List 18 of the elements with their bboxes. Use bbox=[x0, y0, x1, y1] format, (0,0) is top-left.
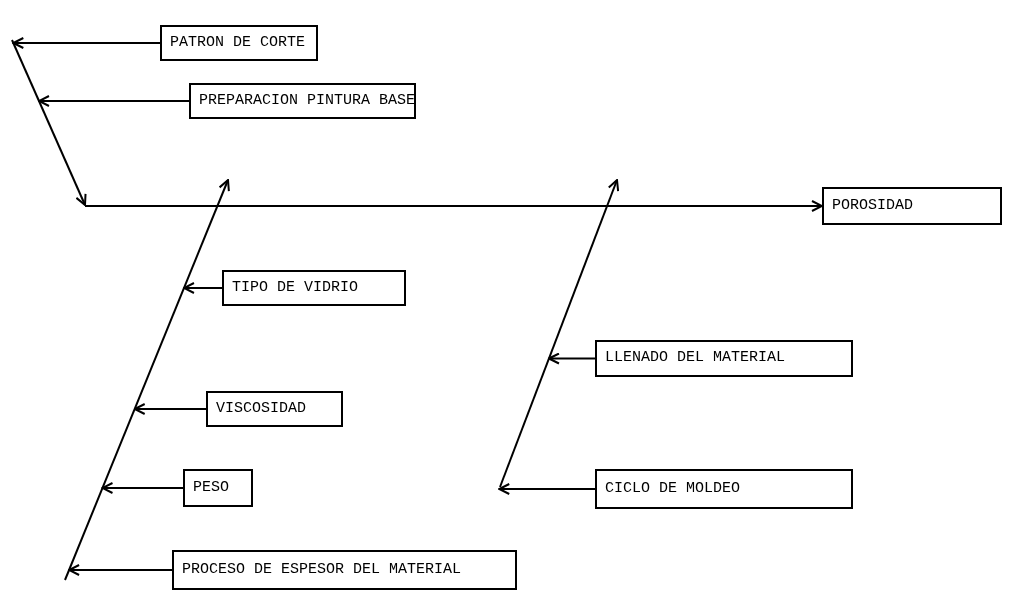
arrow bbox=[133, 403, 207, 415]
arrow bbox=[498, 483, 596, 495]
label-box: PESO bbox=[183, 469, 253, 507]
label-box: PATRON DE CORTE bbox=[160, 25, 318, 61]
label-box: VISCOSIDAD bbox=[206, 391, 343, 427]
arrow bbox=[12, 37, 161, 49]
label-box: LLENADO DEL MATERIAL bbox=[595, 340, 853, 377]
label-box: CICLO DE MOLDEO bbox=[595, 469, 853, 509]
arrow bbox=[101, 482, 184, 494]
arrow bbox=[84, 200, 823, 212]
arrow bbox=[68, 564, 173, 576]
arrow bbox=[38, 95, 190, 107]
arrow bbox=[183, 282, 223, 294]
arrow bbox=[547, 352, 596, 365]
label-box: PROCESO DE ESPESOR DEL MATERIAL bbox=[172, 550, 517, 590]
label-box: POROSIDAD bbox=[822, 187, 1002, 225]
label-box: TIPO DE VIDRIO bbox=[222, 270, 406, 306]
label-box: PREPARACION PINTURA BASE bbox=[189, 83, 416, 119]
